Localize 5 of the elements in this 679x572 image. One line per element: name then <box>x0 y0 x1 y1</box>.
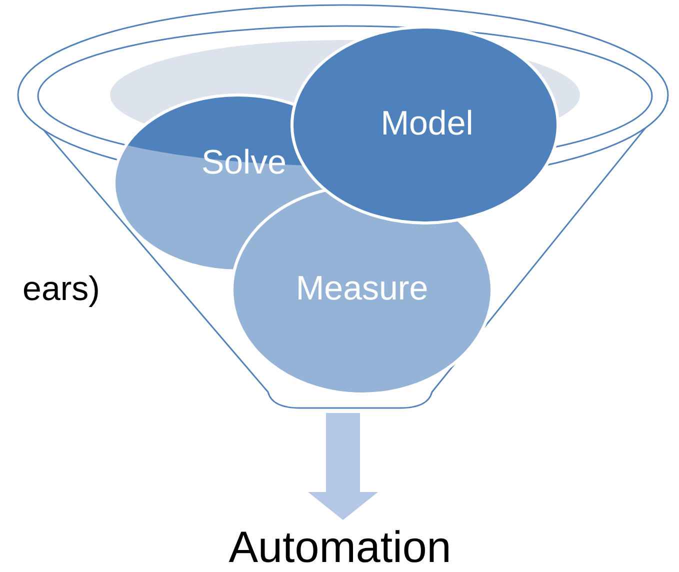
circle-label: Measure <box>296 270 428 308</box>
block-arrow <box>308 413 378 520</box>
outcome-text: Automation <box>200 520 480 572</box>
partial-text: ears) <box>22 270 100 309</box>
circle-label: Model <box>380 104 474 144</box>
